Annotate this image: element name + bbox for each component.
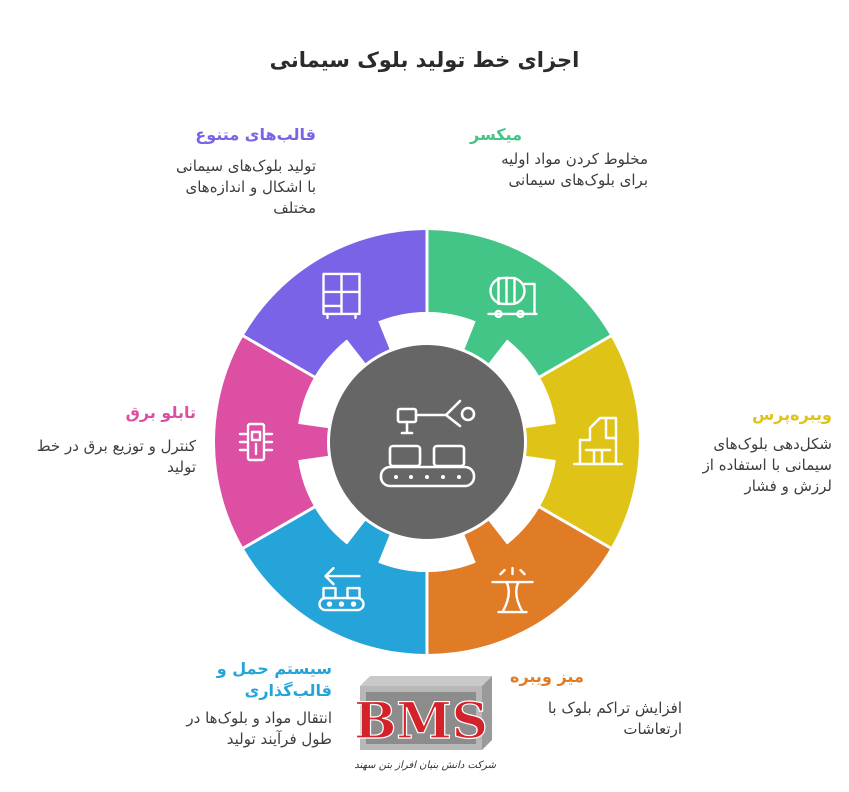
segment-description: انتقال مواد و بلوک‌ها در طول فرآیند تولی…: [186, 709, 332, 748]
press-machine-icon: [572, 416, 624, 466]
segment-tab-molds: [346, 320, 390, 364]
center-hub: [330, 345, 524, 539]
vibration-table-icon: [491, 566, 534, 614]
label-vibro-table: میز ویبره افزایش تراکم بلوک با ارتعاشات: [510, 666, 682, 740]
bms-logo-mark: BMS: [354, 676, 492, 751]
segment-vibropress: [539, 336, 640, 548]
label-conveyor: سیستم حمل و قالب‌گذاری انتقال مواد و بلو…: [160, 658, 332, 750]
electric-panel-icon: [238, 422, 274, 462]
segment-title: میکسر: [470, 125, 522, 144]
cement-mixer-icon: [487, 276, 538, 319]
segment-tab-conveyor: [346, 520, 390, 564]
segment-divider: [535, 332, 615, 381]
segment-vibro_table: [427, 507, 611, 654]
segment-description: تولید بلوک‌های سیمانی با اشکال و اندازه‌…: [176, 157, 316, 217]
label-electric-panel: تابلو برق کنترل و توزیع برق در خط تولید: [20, 402, 196, 478]
production-line-icon: [379, 399, 476, 488]
logo-caption: شرکت دانش بنیان افراز بتن سهند: [354, 760, 496, 771]
segment-title: ویبره‌پرس: [752, 405, 832, 424]
segment-molds: [243, 230, 427, 377]
segment-tab-vibropress: [526, 423, 558, 461]
label-vibropress: ویبره‌پرس شکل‌دهی بلوک‌های سیمانی با است…: [672, 404, 832, 497]
segment-divider: [239, 332, 319, 381]
page-title: اجزای خط تولید بلوک سیمانی: [269, 48, 580, 72]
segment-tab-panel: [296, 423, 328, 461]
conveyor-icon: [318, 566, 365, 612]
svg-text:BMS: BMS: [356, 691, 488, 750]
segment-divider: [535, 503, 615, 552]
company-logo: BMS شرکت دانش بنیان افراز بتن سهند: [354, 668, 496, 788]
segment-description: افزایش تراکم بلوک با ارتعاشات: [547, 699, 682, 738]
label-molds: قالب‌های متنوع تولید بلوک‌های سیمانی با …: [166, 124, 316, 219]
segment-conveyor: [243, 507, 427, 654]
segment-description: شکل‌دهی بلوک‌های سیمانی با استفاده از لر…: [702, 435, 832, 495]
segment-divider: [239, 503, 319, 552]
segment-title: میز ویبره: [510, 667, 584, 686]
segment-tab-mixer: [464, 320, 508, 364]
segment-title: تابلو برق: [125, 403, 196, 422]
segment-title: سیستم حمل و قالب‌گذاری: [216, 659, 332, 700]
mold-icon: [322, 272, 361, 320]
segment-description: کنترل و توزیع برق در خط تولید: [36, 437, 196, 476]
segment-mixer: [427, 230, 611, 377]
label-mixer: میکسر مخلوط کردن مواد اولیه برای بلوک‌ها…: [470, 124, 692, 191]
segment-title: قالب‌های متنوع: [195, 125, 316, 144]
segment-tab-vibro_table: [464, 520, 508, 564]
segment-description: مخلوط کردن مواد اولیه برای بلوک‌های سیما…: [501, 150, 648, 189]
